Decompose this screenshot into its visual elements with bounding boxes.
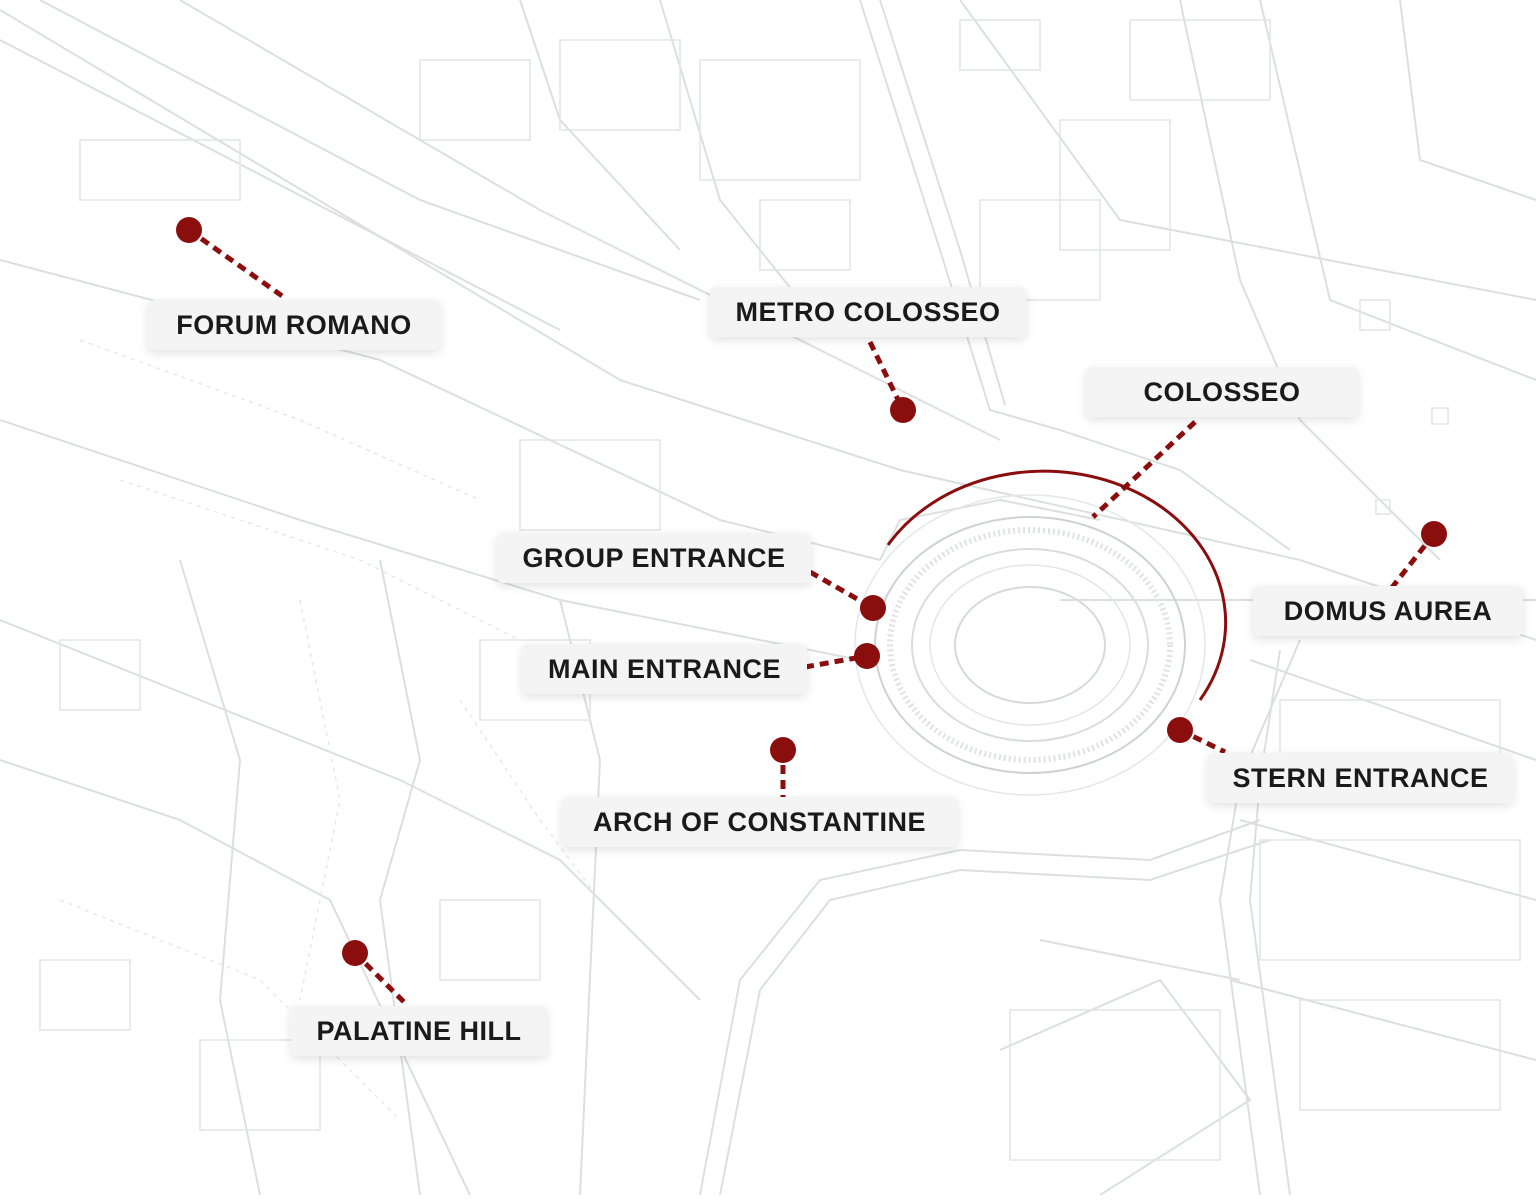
label-stern-entrance[interactable]: STERN ENTRANCE [1208, 753, 1513, 803]
label-palatine-hill[interactable]: PALATINE HILL [291, 1006, 547, 1056]
label-colosseo[interactable]: COLOSSEO [1086, 367, 1358, 417]
label-domus-aurea[interactable]: DOMUS AUREA [1253, 586, 1523, 636]
colosseum-structure [854, 469, 1228, 796]
label-forum-romano[interactable]: FORUM ROMANO [148, 300, 440, 350]
label-group-entrance[interactable]: GROUP ENTRANCE [497, 533, 811, 583]
label-main-entrance[interactable]: MAIN ENTRANCE [522, 644, 807, 694]
label-arch-of-constantine[interactable]: ARCH OF CONSTANTINE [562, 797, 957, 847]
label-metro-colosseo[interactable]: METRO COLOSSEO [710, 287, 1026, 337]
footpaths [59, 339, 601, 1121]
